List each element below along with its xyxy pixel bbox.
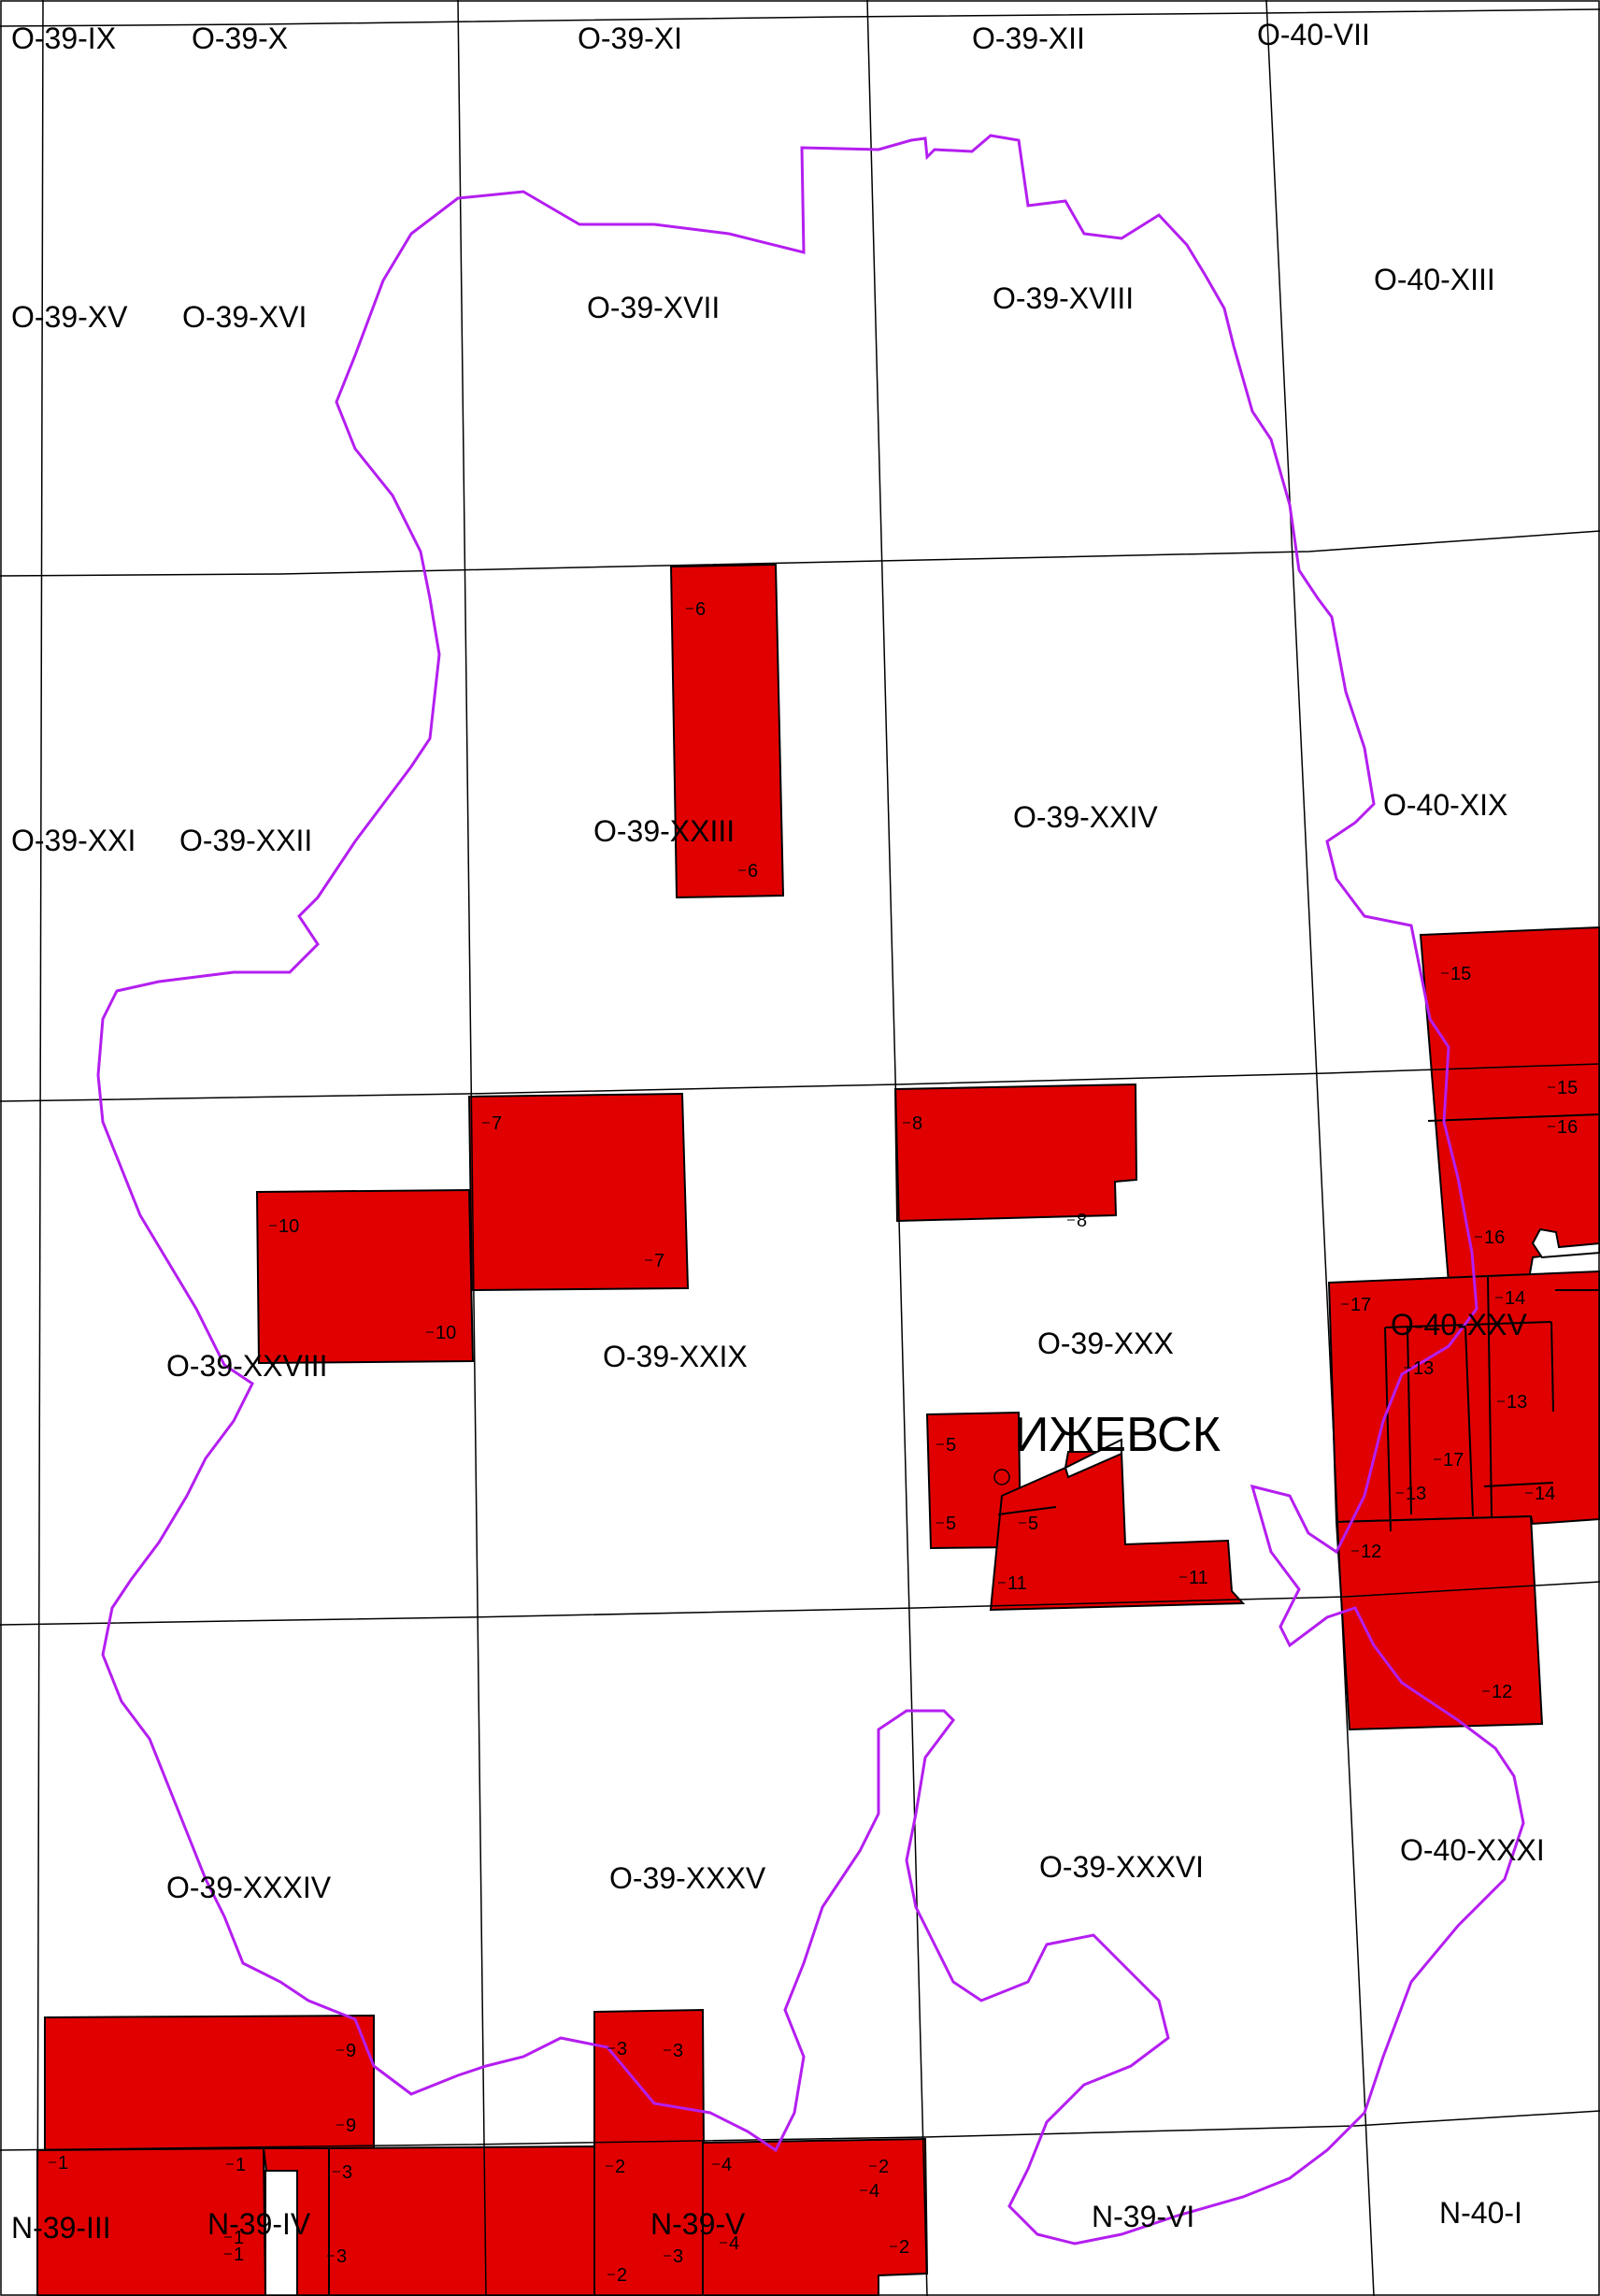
area-number: 13: [1406, 1484, 1426, 1504]
area-number: 14: [1535, 1484, 1555, 1504]
sheet-label: O-40-XIX: [1383, 788, 1507, 822]
sheet-label: O-40-XIII: [1374, 263, 1495, 296]
sheet-label: O-40-VII: [1257, 18, 1370, 51]
area-number: 5: [946, 1514, 956, 1534]
area-3b: [328, 2145, 595, 2296]
licence-areas: [36, 563, 1600, 2296]
sheet-label: O-39-XXXV: [609, 1861, 766, 1895]
area-number: 4: [721, 2155, 732, 2175]
area-number: 7: [492, 1113, 502, 1134]
area-number: 9: [346, 2116, 356, 2136]
sheet-label: N-40-I: [1439, 2196, 1522, 2230]
area-number: 5: [1028, 1514, 1038, 1534]
sheet-label: O-39-XXX: [1037, 1327, 1174, 1360]
area-number: 15: [1450, 964, 1471, 984]
area-number: 6: [695, 599, 706, 620]
area-number: 4: [729, 2233, 739, 2254]
area-number: 2: [615, 2157, 625, 2177]
sheet-label: O-39-XVI: [182, 300, 307, 334]
region-boundary: [96, 134, 1525, 2246]
area-number: 15: [1557, 1078, 1578, 1098]
area-number: 17: [1443, 1450, 1464, 1471]
area-number: 1: [234, 2228, 244, 2248]
area-8: [893, 1083, 1138, 1223]
area-number: 13: [1507, 1392, 1527, 1413]
area-number: 11: [1189, 1568, 1208, 1588]
sheet-label: O-39-XVIII: [993, 281, 1134, 315]
sheet-label: N-39-III: [11, 2211, 111, 2245]
area-number: 11: [1007, 1573, 1027, 1594]
area-number: 9: [346, 2041, 356, 2061]
sheet-label: O-39-XXVIII: [166, 1349, 328, 1383]
area-7: [467, 1092, 690, 1292]
area-number: 12: [1492, 1682, 1512, 1702]
area-number: 3: [673, 2041, 683, 2061]
sheet-label: N-39-IV: [207, 2207, 311, 2241]
area-number: 14: [1505, 1288, 1525, 1309]
area-number: 6: [748, 861, 758, 882]
area-number: 2: [617, 2265, 627, 2286]
area-number: 8: [1077, 1211, 1087, 1231]
sheet-label: O-40-XXXI: [1400, 1833, 1545, 1867]
area-number: 10: [279, 1216, 299, 1237]
sheet-label: N-39-VI: [1092, 2200, 1194, 2233]
area-number: 17: [1350, 1295, 1371, 1315]
area-number: 8: [912, 1113, 922, 1134]
area-number: 2: [899, 2237, 909, 2258]
sheet-label: O-39-IX: [11, 22, 116, 55]
area-number: 4: [869, 2181, 879, 2202]
area-number: 2: [879, 2157, 889, 2177]
sheet-label: N-39-V: [650, 2207, 746, 2241]
area-number: 3: [336, 2246, 347, 2267]
area-number: 7: [654, 1251, 664, 1271]
white-cutouts: [264, 1227, 1600, 2296]
area-number: 3: [342, 2162, 352, 2183]
sheet-label: O-39-XXXVI: [1039, 1850, 1204, 1884]
sheet-label: O-39-XVII: [587, 291, 720, 324]
area-number: 1: [58, 2153, 68, 2174]
city-marker: [993, 1469, 1010, 1485]
area-number: 10: [436, 1323, 456, 1343]
area-number: 13: [1413, 1358, 1434, 1379]
area-inner-lines: [997, 1113, 1600, 1532]
sheet-label: O-39-XV: [11, 300, 128, 334]
sheet-label: O-39-XI: [578, 22, 682, 55]
sheet-label: O-39-XXIII: [593, 814, 735, 848]
area-15-16: [1419, 926, 1600, 1284]
sheet-label: O-39-XII: [972, 22, 1085, 55]
area-number: 1: [234, 2245, 244, 2265]
area-9: [44, 2014, 375, 2152]
sheet-label: O-39-XXI: [11, 824, 136, 857]
area-number: 5: [946, 1435, 956, 1456]
area-number: 16: [1557, 1117, 1578, 1138]
area-number: 1: [236, 2155, 246, 2175]
sheet-labels: O-39-IX O-39-X O-39-XI O-39-XII O-40-VII O-39…: [11, 18, 1545, 2245]
area-number: 16: [1484, 1227, 1505, 1248]
area-11: [989, 1451, 1246, 1612]
city-label: ИЖЕВСК: [1014, 1408, 1221, 1462]
sheet-label: O-39-X: [192, 22, 288, 55]
sheet-label: O-39-XXXIV: [166, 1871, 332, 1904]
area-number: 12: [1361, 1542, 1381, 1562]
area-number: 3: [617, 2039, 627, 2059]
area-2-4: [702, 2137, 929, 2296]
area-number: 3: [673, 2246, 683, 2267]
sheet-label: O-40-XXV: [1391, 1308, 1527, 1342]
area-10: [255, 1188, 475, 1365]
sheet-label: O-39-XXII: [179, 824, 312, 857]
area-12: [1335, 1514, 1544, 1731]
area-6: [669, 563, 785, 899]
sheet-label: O-39-XXIV: [1013, 800, 1158, 834]
sheet-label: O-39-XXIX: [603, 1340, 748, 1373]
